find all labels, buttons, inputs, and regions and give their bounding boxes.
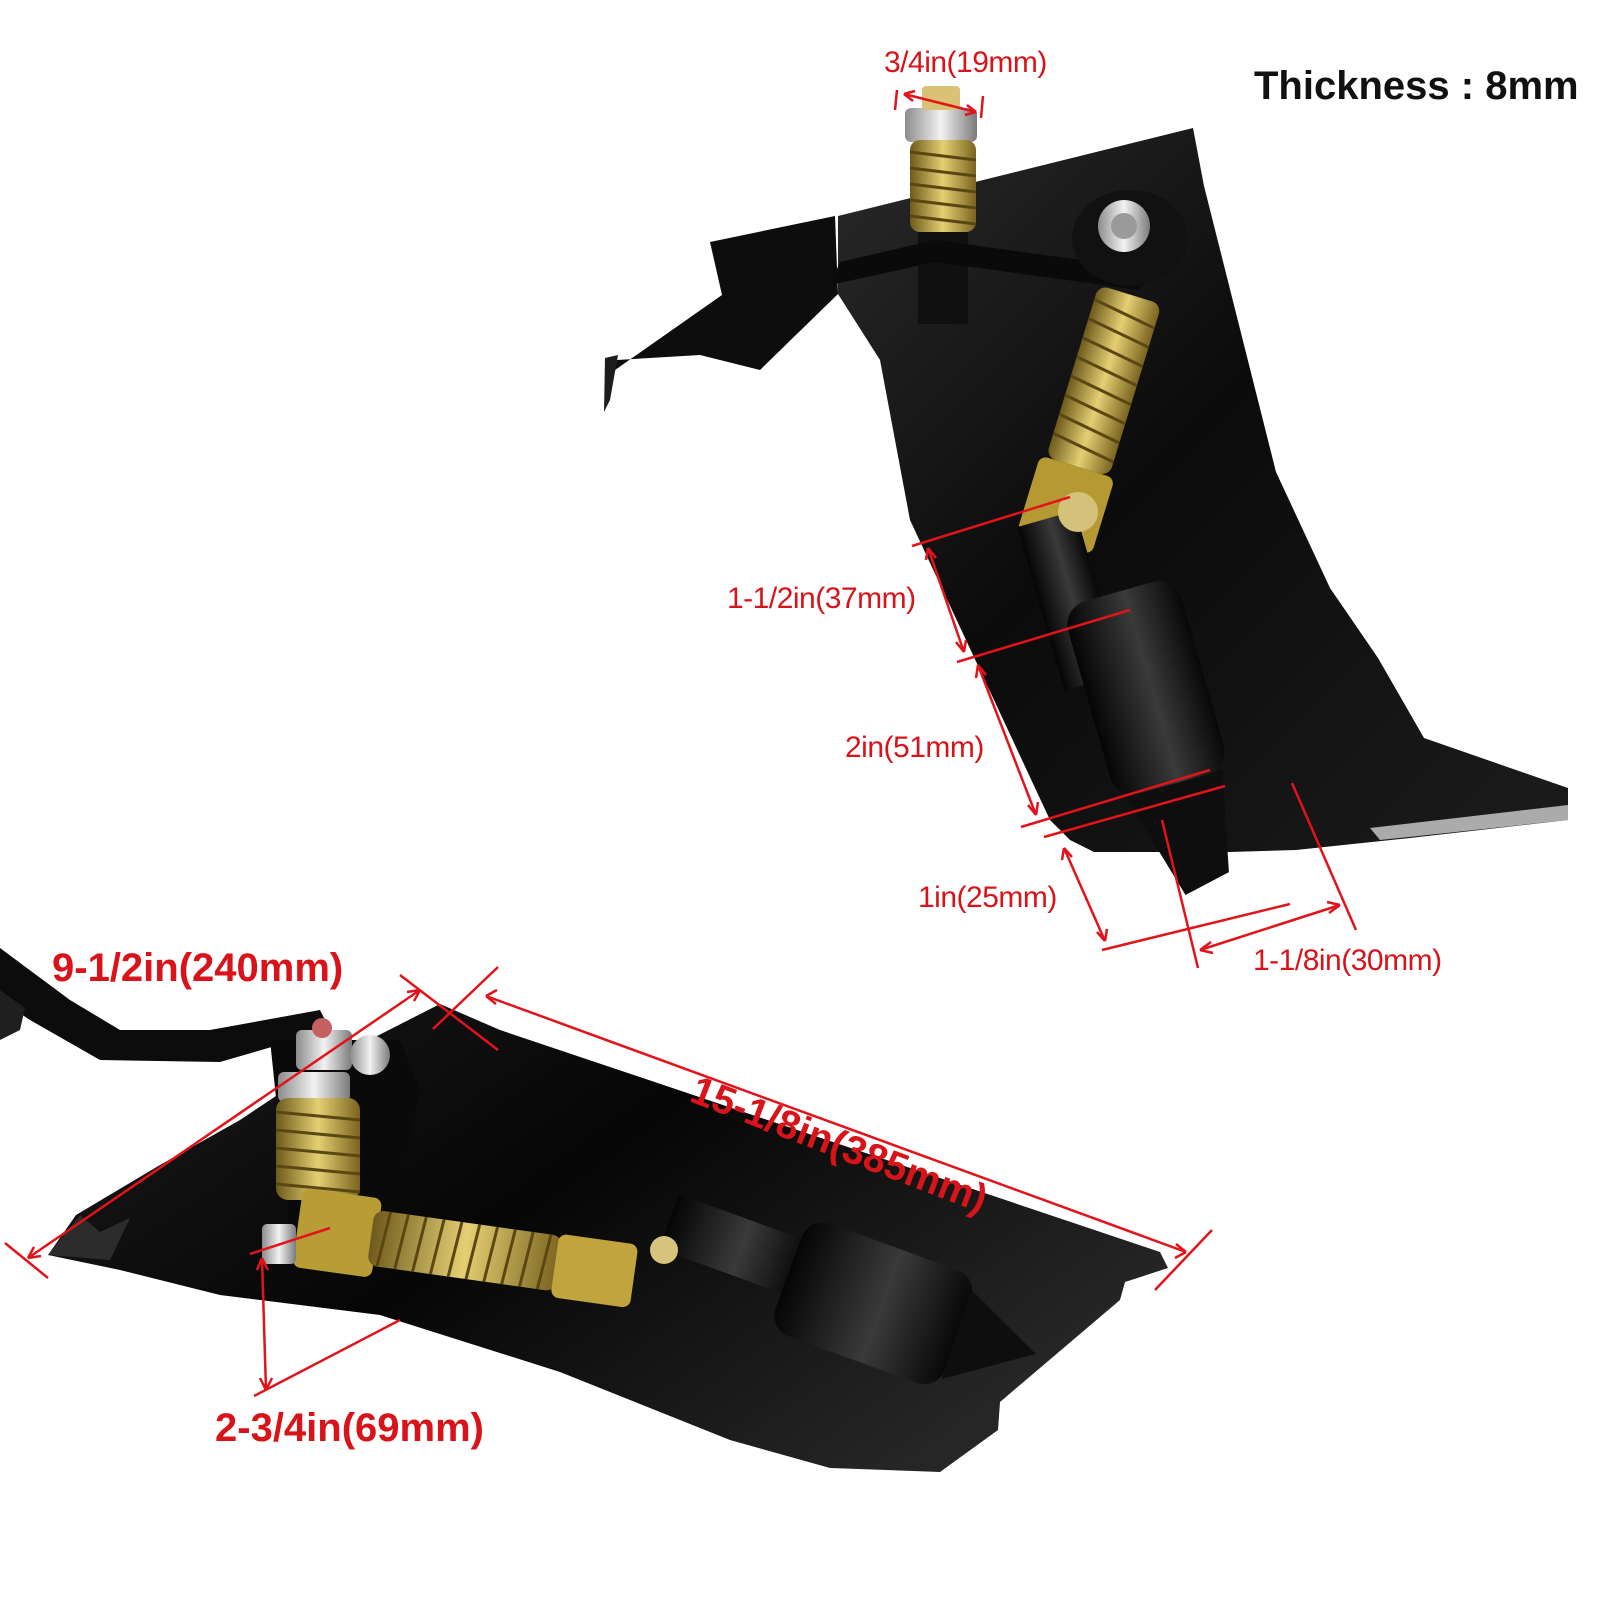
top-bracket-arm bbox=[615, 216, 838, 370]
top-plate-illustration bbox=[604, 86, 1568, 896]
dimension-lines bbox=[4, 89, 1358, 1398]
sleeve-length-dimension bbox=[976, 664, 1038, 816]
spring-height-dimension bbox=[260, 1257, 268, 1391]
top-hex-nut bbox=[905, 108, 977, 142]
pin-offset-dimension bbox=[926, 547, 966, 653]
plate-width-dimension bbox=[27, 988, 421, 1260]
bottom-pin-tube bbox=[659, 1194, 1036, 1385]
bottom-horizontal-spring bbox=[293, 1188, 638, 1308]
bolt-width-label: 3/4in(19mm) bbox=[884, 46, 1047, 79]
plate-length-dimension bbox=[485, 994, 1187, 1254]
top-vertical-spring bbox=[909, 140, 977, 232]
tip-diameter-dimension bbox=[1199, 903, 1341, 952]
bottom-bracket-arm bbox=[0, 948, 330, 1062]
bottom-plate-illustration bbox=[0, 948, 1168, 1472]
sleeve-length-label: 2in(51mm) bbox=[845, 731, 984, 764]
sleeve-length-extension bbox=[1020, 768, 1211, 829]
thickness-label: Thickness : 8mm bbox=[1254, 64, 1579, 108]
bolt-width-dimension bbox=[903, 92, 977, 114]
plate-width-label: 9-1/2in(240mm) bbox=[52, 946, 344, 990]
spring-height-label: 2-3/4in(69mm) bbox=[215, 1406, 484, 1450]
tip-length-label: 1in(25mm) bbox=[918, 881, 1057, 914]
tip-length-dimension bbox=[1062, 847, 1107, 942]
pin-offset-extension bbox=[911, 495, 1131, 664]
top-pin-tube bbox=[1017, 510, 1229, 896]
top-plate-body bbox=[838, 128, 1568, 852]
tip-diameter-label: 1-1/8in(30mm) bbox=[1253, 944, 1442, 977]
bottom-upper-nut bbox=[296, 1030, 352, 1070]
bottom-vertical-spring bbox=[275, 1098, 361, 1200]
pin-offset-label: 1-1/2in(37mm) bbox=[727, 582, 916, 615]
bottom-plate-body bbox=[48, 1004, 1168, 1472]
